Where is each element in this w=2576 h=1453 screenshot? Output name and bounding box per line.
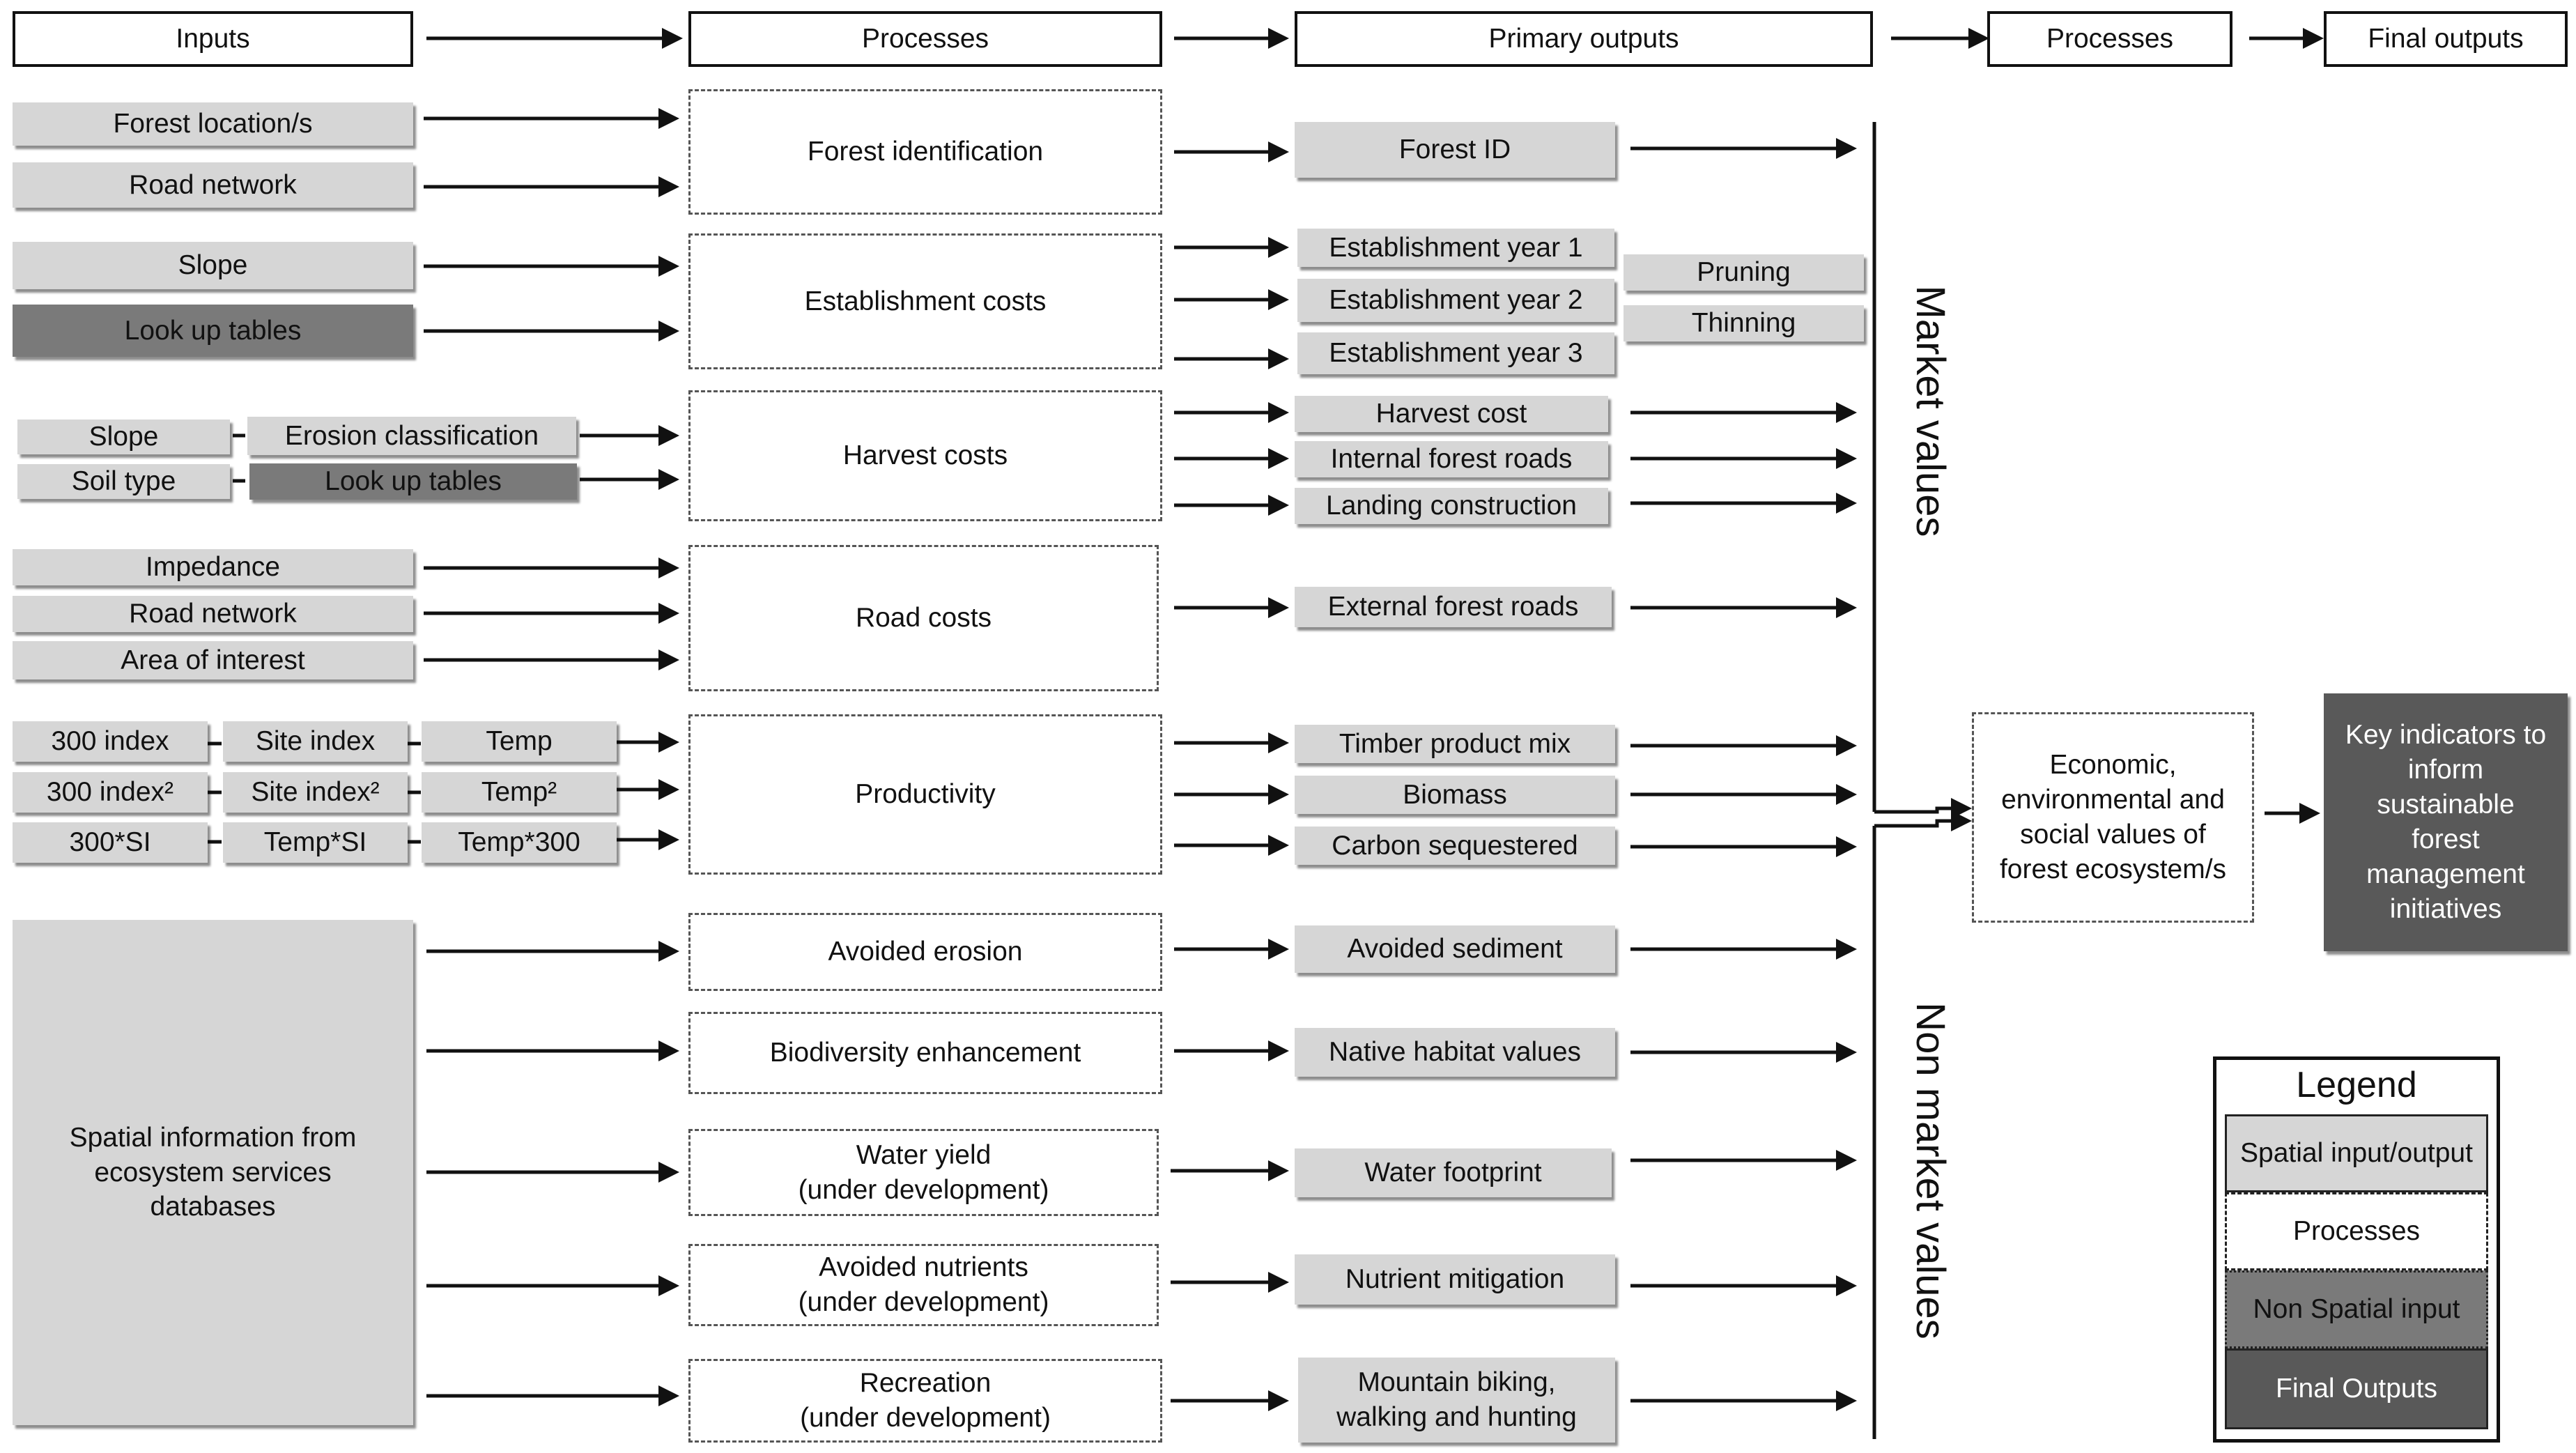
header-primary-outputs: Primary outputs [1295,11,1873,67]
legend-non-spatial-input: Non Spatial input [2225,1270,2488,1348]
input-spatial-information: Spatial information from ecosystem servi… [13,920,413,1425]
output-pruning: Pruning [1624,254,1864,291]
process-recreation: Recreation (under development) [688,1359,1162,1443]
process-forest-identification: Forest identification [688,89,1162,215]
input-300-index-squared: 300 index² [13,772,208,813]
input-erosion-classification: Erosion classification [247,417,576,455]
legend-final-outputs: Final Outputs [2225,1348,2488,1429]
output-harvest-cost: Harvest cost [1295,396,1608,432]
non-market-values-label: Non market values [1908,1002,1953,1339]
output-establishment-year-1: Establishment year 1 [1297,229,1614,267]
output-establishment-year-2: Establishment year 2 [1297,279,1614,322]
output-internal-forest-roads: Internal forest roads [1295,441,1608,477]
process-water-yield-label: Water yield [856,1139,992,1170]
market-merge-arrow [1874,798,1972,819]
process-water-yield: Water yield (under development) [688,1129,1159,1216]
input-look-up-tables: Look up tables [13,305,413,357]
output-external-forest-roads: External forest roads [1295,587,1612,627]
process-productivity: Productivity [688,714,1162,875]
process-economic-values: Economic, environmental and social value… [1972,712,2254,923]
input-slope: Slope [13,242,413,289]
input-temp-squared: Temp² [422,772,617,813]
input-area-of-interest: Area of interest [13,641,413,679]
process-avoided-nutrients-label: Avoided nutrients [819,1252,1028,1283]
input-300-index: 300 index [13,721,208,762]
input-temp-300: Temp*300 [422,822,617,863]
output-landing-construction: Landing construction [1295,488,1608,524]
output-nutrient-mitigation: Nutrient mitigation [1295,1254,1615,1305]
input-temp-si: Temp*SI [223,822,408,863]
input-road-network-2: Road network [13,596,413,632]
output-avoided-sediment: Avoided sediment [1295,925,1615,973]
header-processes: Processes [688,11,1162,67]
input-temp: Temp [422,721,617,762]
process-avoided-nutrients: Avoided nutrients (under development) [688,1244,1159,1326]
process-avoided-erosion: Avoided erosion [688,913,1162,991]
input-slope-harvest: Slope [17,420,230,454]
legend-processes: Processes [2225,1192,2488,1270]
input-look-up-tables-harvest: Look up tables [249,463,577,500]
output-timber-product-mix: Timber product mix [1295,725,1615,763]
output-biomass: Biomass [1295,776,1615,814]
final-output-key-indicators: Key indicators to inform sustainable for… [2324,693,2568,951]
output-native-habitat-values: Native habitat values [1295,1028,1615,1077]
process-harvest-costs: Harvest costs [688,390,1162,521]
process-recreation-status: (under development) [800,1403,1051,1433]
process-recreation-label: Recreation [859,1368,992,1399]
legend-spatial-input-output: Spatial input/output [2225,1114,2488,1192]
input-site-index-squared: Site index² [223,772,408,813]
non-market-merge-arrow [1874,810,1972,831]
output-thinning: Thinning [1624,305,1864,341]
market-values-label: Market values [1908,285,1953,537]
process-road-costs: Road costs [688,545,1159,691]
output-establishment-year-3: Establishment year 3 [1297,332,1614,374]
input-impedance: Impedance [13,549,413,585]
input-soil-type: Soil type [17,464,230,499]
process-water-yield-status: (under development) [798,1174,1049,1205]
header-inputs: Inputs [13,11,413,67]
output-mountain-biking: Mountain biking, walking and hunting [1298,1358,1615,1443]
legend: Legend Spatial input/output Processes No… [2213,1056,2500,1443]
output-water-footprint: Water footprint [1295,1148,1612,1197]
output-carbon-sequestered: Carbon sequestered [1295,827,1615,865]
input-forest-location: Forest location/s [13,102,413,146]
header-processes-2: Processes [1987,11,2232,67]
input-300-si: 300*SI [13,822,208,863]
output-forest-id: Forest ID [1295,122,1615,178]
input-site-index: Site index [223,721,408,762]
process-establishment-costs: Establishment costs [688,233,1162,369]
process-avoided-nutrients-status: (under development) [798,1287,1049,1317]
header-final-outputs: Final outputs [2324,11,2568,67]
input-road-network: Road network [13,162,413,208]
legend-title: Legend [2296,1065,2417,1105]
process-biodiversity-enhancement: Biodiversity enhancement [688,1012,1162,1094]
